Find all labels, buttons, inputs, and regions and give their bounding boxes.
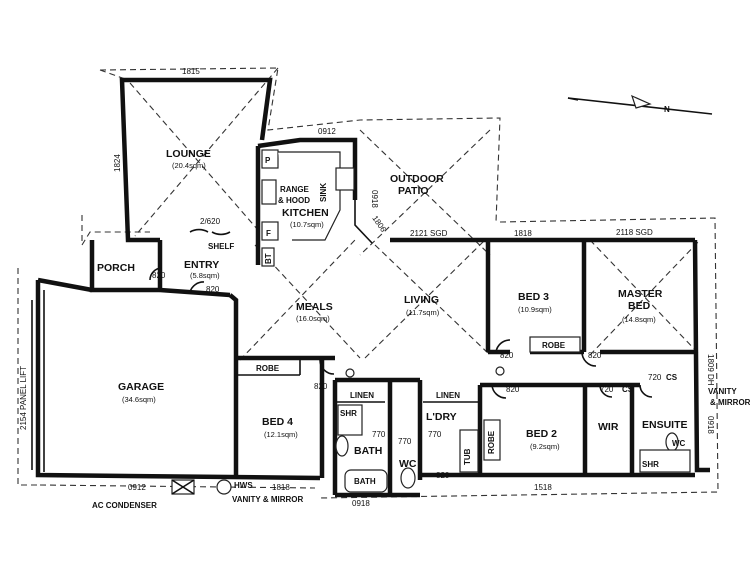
dim-right-top: 1809 DH xyxy=(706,354,715,386)
room-living-name: LIVING xyxy=(404,294,439,306)
fridge-label: F xyxy=(266,229,271,238)
dim-bed4-bot: 1818 xyxy=(272,483,290,492)
dim-door-bath: 770 xyxy=(372,430,386,439)
robe-bed3-label: ROBE xyxy=(542,341,566,350)
dim-bed2-bot: 1518 xyxy=(534,483,552,492)
dim-kitchen-top: 0912 xyxy=(318,127,336,136)
shr-ensuite-label: SHR xyxy=(642,460,659,469)
shr-bath-label: SHR xyxy=(340,409,357,418)
room-bath-name: BATH xyxy=(354,445,382,457)
dim-door-master: 820 xyxy=(588,351,602,360)
robe-bed4-label: ROBE xyxy=(256,364,280,373)
room-bed4-name: BED 4 xyxy=(262,416,293,428)
dim-lounge-top: 1815 xyxy=(182,67,200,76)
dim-door-ldry: 770 xyxy=(428,430,442,439)
north-label: N xyxy=(664,105,670,114)
room-bed3-name: BED 3 xyxy=(518,291,549,303)
north-arrow: N xyxy=(567,94,713,115)
dim-door-bed4: 820 xyxy=(314,382,328,391)
dim-bed3-top: 1818 xyxy=(514,229,532,238)
room-porch-name: PORCH xyxy=(97,262,135,274)
room-meals-name: MEALS xyxy=(296,301,333,313)
kitchen-fixtures xyxy=(261,149,355,267)
room-wc-name: WC xyxy=(399,458,417,470)
pantry-label: P xyxy=(265,156,271,165)
cs2-label: CS xyxy=(666,373,678,382)
robe-bed2-label: ROBE xyxy=(487,430,496,454)
dim-master-top: 2118 SGD xyxy=(616,228,653,237)
room-garage-area: (34.6sqm) xyxy=(122,395,156,404)
room-bed2-name: BED 2 xyxy=(526,428,557,440)
ac-condenser-label: AC CONDENSER xyxy=(92,501,157,510)
dim-door-wc: 770 xyxy=(398,437,412,446)
dim-door-ens: 720 xyxy=(648,373,662,382)
dim-door-entry2: 820 xyxy=(206,285,220,294)
room-ensuite-name: ENSUITE xyxy=(642,419,688,431)
room-master-area: (14.8sqm) xyxy=(622,315,656,324)
linen-left-label: LINEN xyxy=(350,391,374,400)
mirror-right-label: & MIRROR xyxy=(710,398,750,407)
dim-sgd-living: 2121 SGD xyxy=(410,229,448,238)
room-kitchen-area: (10.7sqm) xyxy=(290,220,324,229)
dim-door-bed3: 820 xyxy=(500,351,514,360)
room-kitchen-name: KITCHEN xyxy=(282,207,329,219)
dim-patio-side: 0918 xyxy=(370,190,379,208)
dim-garage-side: 2154 PANEL LIFT xyxy=(19,366,28,430)
cs1-label: CS xyxy=(622,385,634,394)
room-patio-line2: PATIO xyxy=(398,185,429,197)
light-points xyxy=(345,366,505,378)
room-wir-name: WIR xyxy=(598,421,619,433)
shelf-label: SHELF xyxy=(208,242,234,251)
room-entry-name: ENTRY xyxy=(184,259,219,271)
bath-fixtures xyxy=(335,404,691,493)
dim-garage-bot: 0912 xyxy=(128,483,146,492)
room-entry-area: (5.8sqm) xyxy=(190,271,220,280)
kitchen-range-line1: RANGE xyxy=(280,185,310,194)
vanity-mirror-label: VANITY & MIRROR xyxy=(232,495,303,504)
kitchen-range-line2: & HOOD xyxy=(278,196,310,205)
room-bed3-area: (10.9sqm) xyxy=(518,305,552,314)
room-ldry-name: L'DRY xyxy=(426,411,457,423)
wc-ensuite-label: WC xyxy=(672,439,686,448)
sink-label: SINK xyxy=(319,183,328,202)
room-meals-area: (16.0sqm) xyxy=(296,314,330,323)
hws-label: HWS xyxy=(234,481,253,490)
dim-door-entry1: 820 xyxy=(152,271,166,280)
linen-right-label: LINEN xyxy=(436,391,460,400)
room-living-area: (11.7sqm) xyxy=(406,308,440,317)
bath-tub-label: BATH xyxy=(354,477,376,486)
dim-lounge-side: 1824 xyxy=(113,154,122,172)
room-lounge-name: LOUNGE xyxy=(166,148,211,160)
dim-door-kitchen: 2/620 xyxy=(200,217,221,226)
room-garage-name: GARAGE xyxy=(118,381,164,393)
dim-door-bed2: 820 xyxy=(506,385,520,394)
dim-bath-bot: 0918 xyxy=(352,499,370,508)
door-swings xyxy=(149,228,653,399)
ac-condenser-unit xyxy=(171,479,232,495)
dim-door-wir: 720 xyxy=(600,385,614,394)
bt-label: BT xyxy=(264,253,273,264)
room-lounge-area: (20.4sqm) xyxy=(172,161,206,170)
room-bed4-area: (12.1sqm) xyxy=(264,430,298,439)
room-master-line1: MASTER xyxy=(618,288,663,300)
walls xyxy=(35,77,710,498)
room-bed2-area: (9.2sqm) xyxy=(530,442,560,451)
dim-door-ext: 820 xyxy=(436,471,450,480)
dim-right-bot: 0918 xyxy=(706,416,715,434)
room-master-line2: BED xyxy=(628,300,651,312)
room-patio-line1: OUTDOOR xyxy=(390,173,444,185)
tub-label: TUB xyxy=(463,448,472,465)
vanity-right-label: VANITY xyxy=(708,387,737,396)
